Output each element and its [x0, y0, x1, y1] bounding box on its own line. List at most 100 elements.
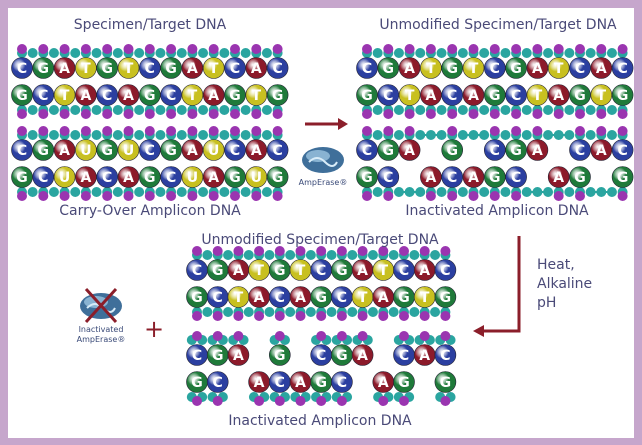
- base-A: [245, 139, 268, 161]
- base-letter: A: [123, 88, 134, 104]
- base-letter: A: [254, 290, 265, 306]
- backbone-bead: [134, 130, 145, 140]
- base-letter: A: [425, 88, 436, 104]
- backbone-phosphate: [166, 44, 177, 54]
- inactivated-amperase-line2: AmpErase®: [76, 335, 126, 344]
- backbone-bead: [326, 307, 337, 317]
- base-letter: A: [208, 170, 219, 186]
- backbone-phosphate: [362, 44, 372, 54]
- backbone-phosphate: [316, 311, 327, 321]
- backbone-phosphate: [419, 246, 430, 256]
- base-letter: G: [144, 170, 156, 186]
- backbone-phosphate: [440, 396, 451, 406]
- base-letter: A: [357, 348, 368, 364]
- base-G: [441, 139, 464, 161]
- base-A: [181, 57, 204, 79]
- base-letter: T: [597, 88, 607, 104]
- backbone-bead: [393, 48, 404, 58]
- backbone-phosphate: [80, 44, 91, 54]
- base-G: [96, 139, 118, 161]
- base-letter: C: [272, 143, 282, 159]
- backbone-bead: [261, 105, 272, 115]
- backbone-bead: [91, 187, 102, 197]
- title-inactivated-amplicon: Inactivated Amplicon DNA: [405, 203, 589, 219]
- backbone-bead: [500, 130, 511, 140]
- base-G: [266, 84, 289, 106]
- backbone-phosphate: [272, 109, 283, 119]
- base-letter: C: [102, 88, 112, 104]
- base-C: [266, 139, 289, 161]
- inactivated-amperase-line1: Inactivated: [78, 325, 124, 334]
- backbone-phosphate: [357, 331, 368, 341]
- base-letter: C: [511, 88, 521, 104]
- base-letter: G: [38, 61, 50, 77]
- base-letter: A: [208, 88, 219, 104]
- base-G: [377, 139, 400, 161]
- base-letter: G: [274, 348, 286, 364]
- base-letter: G: [191, 290, 203, 306]
- backbone-phosphate: [233, 246, 244, 256]
- base-letter: G: [383, 143, 395, 159]
- base-letter: C: [230, 143, 240, 159]
- base-G: [434, 286, 457, 308]
- backbone-phosphate: [208, 44, 219, 54]
- base-letter: G: [165, 143, 177, 159]
- backbone-bead: [585, 130, 596, 140]
- backbone-bead: [198, 48, 209, 58]
- backbone-bead: [176, 130, 187, 140]
- condition-line3: pH: [537, 295, 557, 311]
- base-T: [202, 57, 225, 79]
- base-C: [139, 139, 161, 161]
- base-letter: A: [404, 143, 415, 159]
- base-C: [505, 84, 527, 106]
- base-letter: G: [489, 170, 501, 186]
- base-letter: G: [446, 143, 458, 159]
- backbone-bead: [372, 187, 383, 197]
- backbone-phosphate: [617, 109, 628, 119]
- backbone-bead: [155, 130, 166, 140]
- backbone-bead: [521, 105, 532, 115]
- amperase-enzyme-icon: [302, 147, 344, 173]
- base-A: [53, 57, 76, 79]
- backbone-phosphate: [59, 109, 70, 119]
- base-letter: T: [533, 88, 543, 104]
- base-letter: A: [468, 88, 479, 104]
- backbone-phosphate: [575, 44, 585, 54]
- base-letter: G: [398, 375, 410, 391]
- backbone-bead: [264, 250, 275, 260]
- base-letter: C: [399, 263, 409, 279]
- backbone-phosphate: [192, 396, 202, 406]
- backbone-bead: [367, 250, 378, 260]
- backbone-phosphate: [440, 331, 451, 341]
- backbone-phosphate: [233, 331, 244, 341]
- backbone-phosphate: [144, 126, 155, 136]
- base-letter: C: [213, 290, 223, 306]
- backbone-phosphate: [336, 396, 347, 406]
- base-G: [569, 166, 591, 188]
- backbone-phosphate: [553, 44, 564, 54]
- base-C: [377, 84, 400, 106]
- backbone-bead: [585, 105, 596, 115]
- backbone-phosphate: [362, 191, 372, 201]
- backbone-bead: [243, 307, 254, 317]
- base-letter: T: [405, 88, 415, 104]
- backbone-phosphate: [357, 311, 368, 321]
- base-letter: G: [38, 143, 50, 159]
- base-letter: U: [208, 143, 219, 159]
- backbone-bead: [430, 307, 441, 317]
- base-T: [245, 84, 268, 106]
- base-letter: C: [383, 170, 393, 186]
- base-letter: C: [17, 143, 27, 159]
- base-letter: A: [59, 143, 70, 159]
- backbone-bead: [112, 105, 123, 115]
- backbone-phosphate: [80, 126, 91, 136]
- base-letter: C: [399, 348, 409, 364]
- base-letter: A: [254, 375, 265, 391]
- base-letter: C: [316, 348, 326, 364]
- base-letter: G: [212, 348, 224, 364]
- backbone-phosphate: [316, 331, 327, 341]
- base-letter: U: [80, 143, 91, 159]
